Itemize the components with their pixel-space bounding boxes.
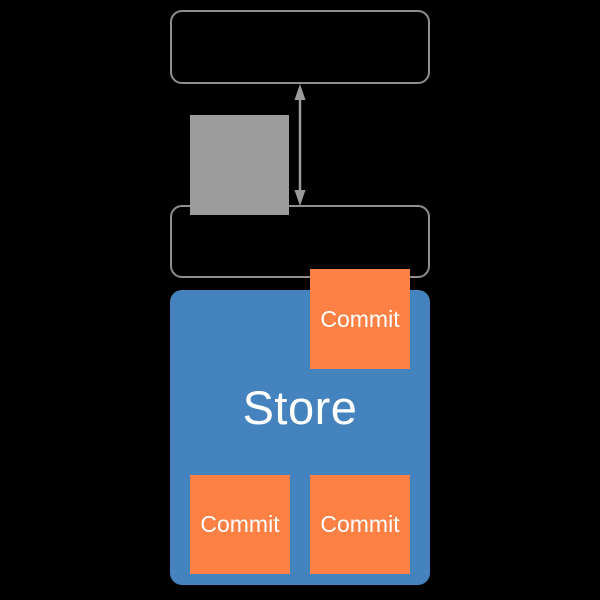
gray-square	[190, 115, 289, 215]
commit-label: Commit	[200, 511, 280, 537]
commit-label: Commit	[320, 511, 400, 537]
commit-box-bottom-right: Commit	[310, 475, 410, 574]
store-label: Store	[242, 381, 358, 434]
commit-label: Commit	[320, 305, 400, 332]
commit-box-bottom-left: Commit	[190, 475, 290, 574]
top-outline-box	[170, 10, 430, 84]
middle-outline-box	[170, 205, 430, 278]
commit-box-top-right: Commit	[310, 269, 410, 369]
bidirectional-arrow-icon	[294, 84, 306, 206]
